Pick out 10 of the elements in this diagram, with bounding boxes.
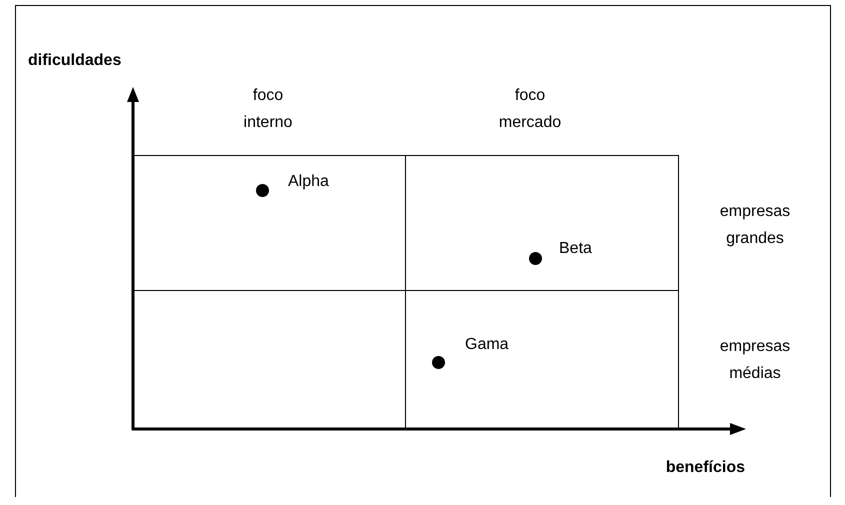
point-label: Alpha — [288, 172, 329, 192]
point-label: Gama — [465, 335, 509, 355]
axis-title: dificuldades — [28, 51, 122, 71]
quadrant-grid — [133, 155, 679, 429]
category-label: foco interno — [242, 86, 294, 133]
category-label: foco mercado — [498, 86, 562, 133]
category-label: empresas médias — [718, 337, 792, 384]
category-label: empresas grandes — [718, 202, 792, 249]
point-label: Beta — [559, 239, 592, 259]
axis-title: benefícios — [664, 458, 745, 478]
